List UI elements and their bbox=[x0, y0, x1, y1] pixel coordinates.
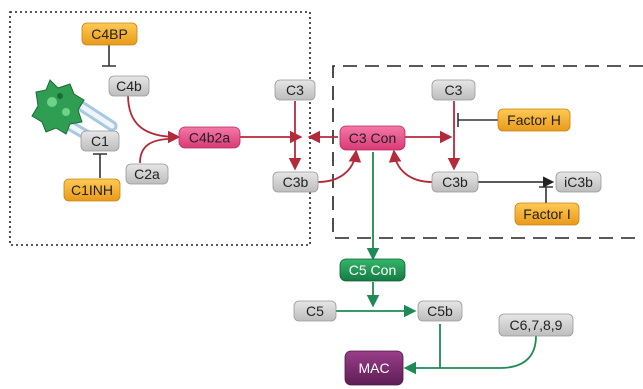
svg-text:MAC: MAC bbox=[358, 360, 389, 376]
node-c2a: C2a bbox=[125, 163, 169, 185]
c1-complex-icon bbox=[31, 79, 118, 146]
svg-text:C1: C1 bbox=[91, 133, 109, 149]
svg-text:Factor I: Factor I bbox=[523, 206, 570, 222]
svg-text:C5b: C5b bbox=[427, 303, 453, 319]
svg-text:C3b: C3b bbox=[283, 174, 309, 190]
node-factor-i: Factor I bbox=[514, 202, 580, 226]
c6789-mac-line bbox=[403, 335, 537, 375]
svg-text:C1INH: C1INH bbox=[71, 182, 113, 198]
svg-text:iC3b: iC3b bbox=[564, 174, 593, 190]
factor-i-inhibition bbox=[539, 186, 553, 203]
node-c3b-left: C3b bbox=[272, 171, 319, 193]
c2a-to-c4b2a-arrow bbox=[139, 138, 169, 164]
c1inh-inhibits-c1 bbox=[93, 153, 107, 178]
svg-text:C3 Con: C3 Con bbox=[349, 130, 396, 146]
node-c5b: C5b bbox=[417, 300, 463, 322]
amplification-loop-boundary bbox=[332, 65, 643, 239]
node-c1inh: C1INH bbox=[63, 178, 121, 202]
node-c5: C5 bbox=[293, 300, 337, 322]
node-c3-right: C3 bbox=[431, 79, 476, 101]
node-c4bp: C4BP bbox=[81, 22, 138, 46]
factor-h-inhibition bbox=[457, 113, 498, 127]
node-c5-con: C5 Con bbox=[339, 258, 406, 282]
red-arrows bbox=[127, 94, 461, 183]
svg-text:C4b2a: C4b2a bbox=[189, 130, 230, 146]
svg-text:Factor H: Factor H bbox=[507, 112, 561, 128]
node-c6789: C6,7,8,9 bbox=[498, 313, 574, 337]
classical-pathway-boundary bbox=[9, 11, 311, 246]
node-c3-con: C3 Con bbox=[339, 125, 406, 151]
c3b-right-to-c3con-arrow bbox=[388, 149, 433, 183]
svg-text:C2a: C2a bbox=[134, 166, 160, 182]
svg-text:C3: C3 bbox=[445, 82, 463, 98]
node-ic3b: iC3b bbox=[555, 171, 602, 193]
c3b-left-to-c3con-arrow bbox=[317, 149, 362, 183]
svg-text:C3: C3 bbox=[286, 82, 304, 98]
svg-text:C4BP: C4BP bbox=[91, 26, 128, 42]
node-c4b: C4b bbox=[108, 75, 150, 97]
c4bp-inhibits-c4b bbox=[102, 44, 116, 67]
svg-text:C6,7,8,9: C6,7,8,9 bbox=[510, 317, 563, 333]
svg-text:C3b: C3b bbox=[442, 174, 468, 190]
node-c3b-right: C3b bbox=[431, 171, 479, 193]
c4b-to-c4b2a-arrow bbox=[127, 94, 181, 144]
svg-text:C5: C5 bbox=[306, 303, 324, 319]
svg-text:C4b: C4b bbox=[116, 78, 142, 94]
svg-text:C5 Con: C5 Con bbox=[349, 262, 396, 278]
node-c3-left: C3 bbox=[274, 79, 316, 101]
node-mac: MAC bbox=[344, 350, 404, 386]
node-c1: C1 bbox=[80, 130, 120, 152]
green-arrows bbox=[336, 152, 537, 375]
node-c4b2a: C4b2a bbox=[178, 126, 241, 149]
node-factor-h: Factor H bbox=[497, 108, 571, 132]
